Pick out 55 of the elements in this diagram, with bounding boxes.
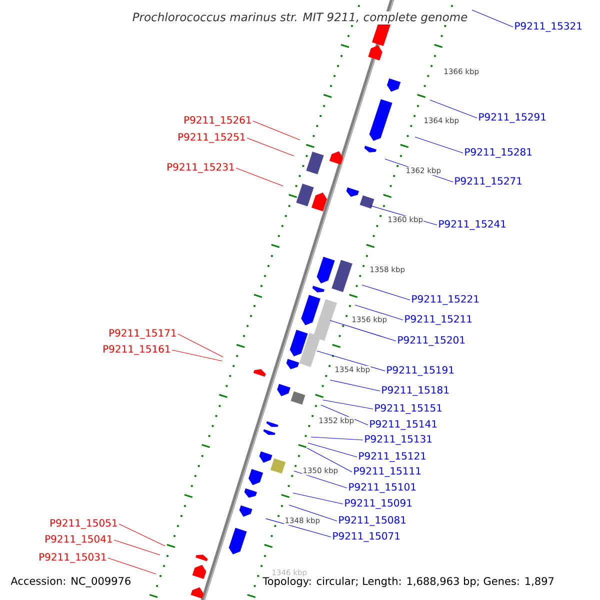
leader-line [330, 320, 396, 342]
leader-line [306, 448, 352, 472]
gene-label: P9211_15181 [382, 386, 449, 396]
leader-line [320, 404, 368, 426]
leader-line [246, 138, 294, 156]
leader-line [294, 470, 348, 488]
accession-text: Accession: NC_009976 [10, 576, 132, 588]
gene-label: P9211_15081 [339, 516, 406, 526]
leader-line [354, 304, 404, 320]
leader-line [362, 284, 410, 300]
leader-line [310, 436, 364, 440]
gene-label: P9211_15221 [412, 295, 479, 305]
gene-label: P9211_15071 [333, 532, 400, 542]
gene-label: P9211_15281 [465, 148, 532, 158]
leader-line [292, 492, 344, 504]
gene-label: P9211_15191 [387, 366, 454, 376]
gene-label: P9211_15161 [104, 345, 170, 355]
gene-label: P9211_15171 [110, 329, 176, 339]
leader-line [322, 400, 374, 410]
leader-line [252, 120, 300, 140]
leader-line [118, 524, 166, 546]
gene-label: P9211_15141 [370, 420, 437, 430]
gene-label: P9211_15241 [439, 220, 506, 230]
leader-line [236, 168, 284, 186]
gene-label: P9211_15101 [349, 483, 416, 493]
gene-label: P9211_15121 [359, 452, 426, 462]
leader-line [316, 350, 386, 372]
leader-line [288, 504, 338, 522]
gene-label: P9211_15291 [479, 113, 546, 123]
leader-line [108, 558, 156, 574]
gene-label: P9211_15051 [50, 519, 117, 529]
gene-label: P9211_15131 [365, 435, 432, 445]
gene-label: P9211_15201 [398, 336, 465, 346]
genome-summary-text: Topology: circular; Length: 1,688,963 bp; Genes: 1,897 [262, 576, 555, 588]
leader-line [114, 540, 160, 556]
gene-label: P9211_15231 [168, 163, 234, 173]
leader-line [178, 334, 224, 358]
gene-label: P9211_15261 [184, 116, 251, 126]
gene-label: P9211_15251 [178, 133, 245, 143]
gene-label: P9211_15321 [515, 22, 582, 32]
leader-line [472, 10, 514, 28]
gene-label: P9211_15211 [405, 315, 472, 325]
gene-label: P9211_15111 [354, 467, 421, 477]
leader-line [172, 350, 222, 362]
gene-label: P9211_15031 [40, 553, 106, 563]
leader-line [430, 100, 478, 118]
leader-line [266, 518, 332, 538]
leader-line [414, 136, 464, 154]
title: Prochlorococcus marinus str. MIT 9211, complete genome [131, 11, 469, 25]
leader-line [330, 380, 380, 392]
leader-line [308, 442, 358, 458]
gene-label: P9211_15151 [375, 404, 442, 414]
gene-label: P9211_15091 [345, 499, 412, 509]
gene-label: P9211_15041 [46, 535, 112, 545]
gene-label: P9211_15271 [455, 177, 522, 187]
